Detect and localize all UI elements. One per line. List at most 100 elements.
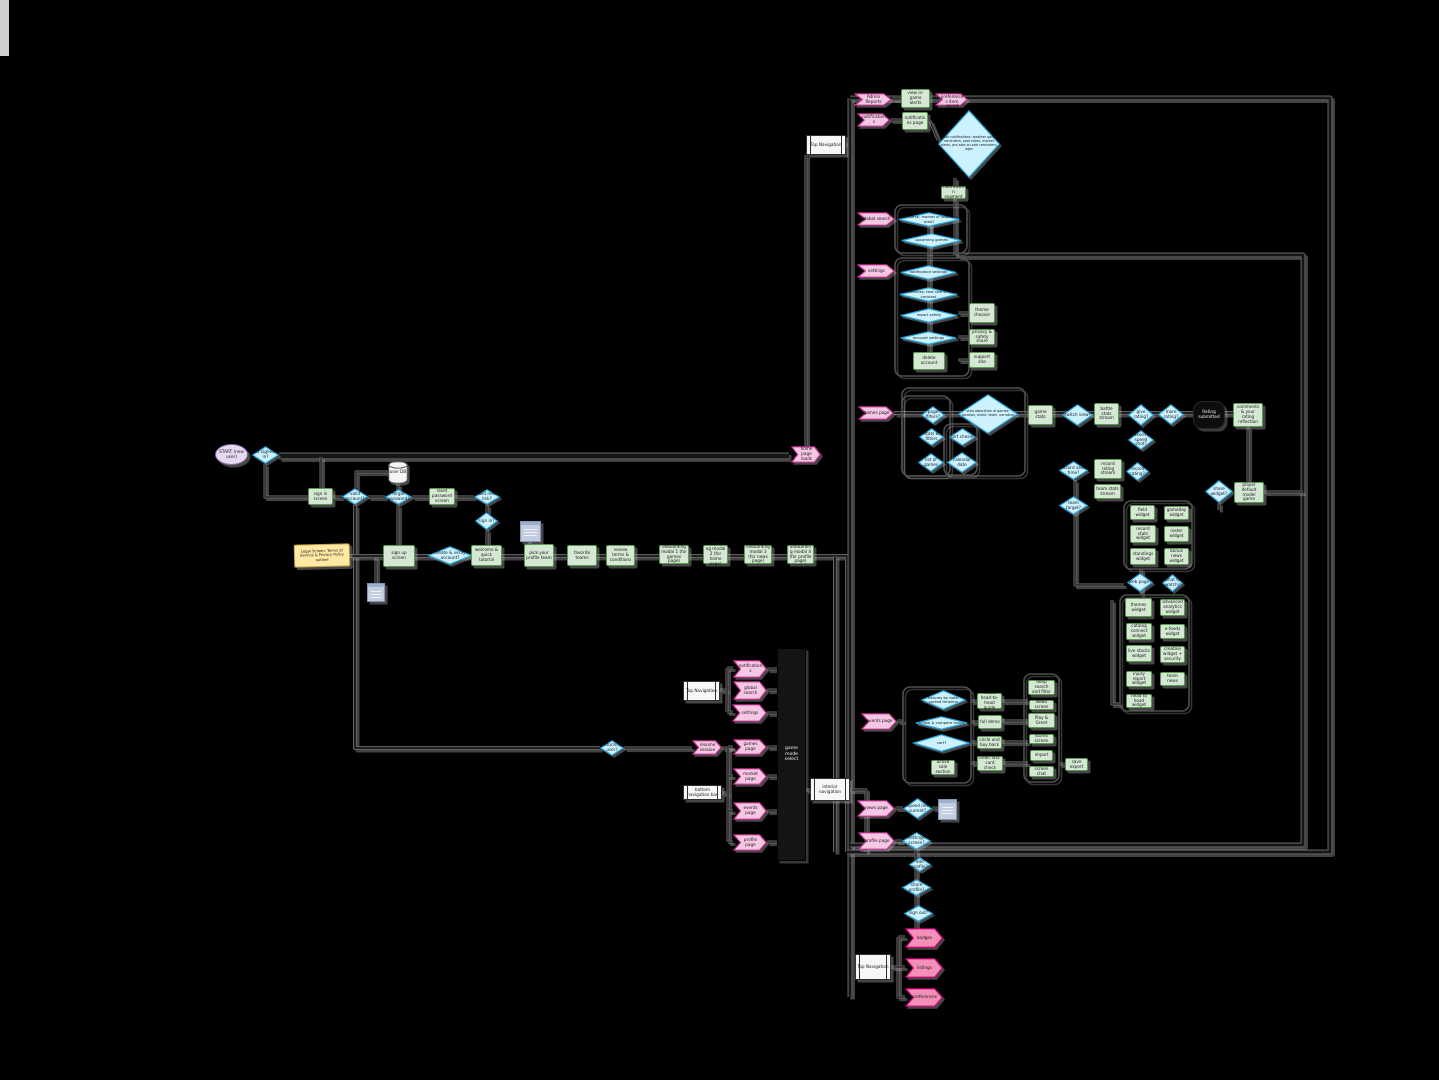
- screen-privacy-safety-share[interactable]: privacy & safety share: [969, 329, 995, 345]
- navigation-box-bottom-navigation-bar[interactable]: bottom navigation bar: [683, 785, 722, 800]
- screen-play-greet[interactable]: Play & Greet: [1028, 713, 1055, 728]
- navigation-box-top-navigation[interactable]: Top Navigation: [683, 681, 720, 701]
- decision-notification-settings[interactable]: notification settings: [900, 265, 957, 280]
- page-arrow-games-page[interactable]: games page: [858, 406, 894, 420]
- screen-roster-widget[interactable]: roster widget: [1164, 526, 1189, 542]
- screen-catalog-connect-widget[interactable]: catalog connect widget: [1126, 623, 1152, 640]
- decision-create-verify-account[interactable]: create & verify account?: [427, 546, 473, 565]
- navigation-box-top-navigation[interactable]: Top Navigation: [855, 954, 891, 980]
- screen-save-expert[interactable]: save expert: [1065, 758, 1088, 771]
- page-arrow-global-search[interactable]: global search: [733, 681, 767, 700]
- decision-record-save-time[interactable]: record save time?: [1058, 461, 1089, 480]
- page-arrow-events-page[interactable]: events page: [861, 713, 897, 730]
- screen-event-head-to-head-guide[interactable]: event head-to-head guide: [977, 690, 1002, 710]
- page-arrow-news-page[interactable]: news page: [857, 800, 895, 817]
- screen-news-screen[interactable]: News screen: [1029, 699, 1054, 710]
- page-arrow-games-page[interactable]: games page: [733, 739, 767, 755]
- screen-e-foods-widget[interactable]: e-foods widget: [1160, 624, 1185, 639]
- decision-team-target[interactable]: team target?: [1058, 496, 1089, 515]
- screen-team-news[interactable]: team news: [1160, 672, 1185, 686]
- decision-record-a-speed-shot[interactable]: record a speed shot?: [1127, 430, 1155, 450]
- page-arrow-preferences[interactable]: preferences: [905, 988, 943, 1007]
- screen-battle-stats-stream[interactable]: battle stats stream: [1094, 403, 1119, 425]
- screen-notification-segment[interactable]: notification segment: [941, 184, 966, 199]
- screen-delete-account[interactable]: delete account: [913, 352, 945, 370]
- database-user-db[interactable]: user DB: [388, 461, 408, 484]
- screen-order-fast-card-check[interactable]: order fast-card check: [977, 755, 1003, 771]
- screen-live-stocks-widget[interactable]: live stocks widget: [1126, 645, 1152, 662]
- decision-sort-chosen[interactable]: sort chosen: [948, 428, 977, 446]
- page-arrow-settings[interactable]: settings: [857, 264, 895, 278]
- screen-team-stats-stream[interactable]: team stats stream: [1094, 484, 1121, 499]
- decision-share-widget[interactable]: share widget?: [1204, 480, 1234, 503]
- page-arrow-home-page-loads[interactable]: home page loads: [791, 446, 821, 463]
- screen-head-to-head-widget[interactable]: head to head widget: [1126, 693, 1152, 708]
- decision-follow-compare-maps[interactable]: follow & compare maps: [915, 716, 968, 730]
- decision-forgot-password[interactable]: forgot password?: [384, 489, 413, 505]
- screen-standings-widget[interactable]: standings widget: [1130, 548, 1156, 565]
- decision-sign-out[interactable]: sign out?: [903, 905, 934, 922]
- screen-stores-screen[interactable]: stores screen: [1029, 733, 1054, 744]
- decision-at-course-market-or-stadium-area[interactable]: at course, market or stadium area?: [898, 212, 960, 227]
- page-arrow-notifications[interactable]: notifications: [857, 113, 890, 127]
- screen-sign-up-screen[interactable]: sign up screen: [383, 545, 415, 567]
- decision-speed-roll-current[interactable]: speed roll current?: [902, 798, 933, 819]
- screen-import[interactable]: import: [1030, 750, 1053, 761]
- navigation-box-interior-navigation[interactable]: interior navigation: [810, 778, 850, 801]
- screen-creative-widget-security[interactable]: creative widget + security: [1160, 646, 1185, 663]
- decision-give-rating[interactable]: give rating?: [1127, 404, 1155, 426]
- screen-pick-your-profile-team[interactable]: pick your profile team: [524, 544, 554, 567]
- page-arrow-notifications[interactable]: notifications: [733, 660, 767, 678]
- screen-full-demo[interactable]: full demo: [978, 715, 1002, 729]
- decision-share-profile[interactable]: share profile?: [901, 879, 932, 896]
- page-arrow-listings[interactable]: listings: [905, 958, 943, 978]
- page-arrow-settings[interactable]: settings: [732, 704, 767, 722]
- screen-circle-and-buy-back[interactable]: circle and buy back: [977, 736, 1002, 749]
- decision-settings-screen[interactable]: settings screen?: [901, 832, 932, 850]
- screen-bonus-news-widget[interactable]: bonus news widget: [1164, 548, 1189, 565]
- screen-screen-chat[interactable]: screen chat: [1029, 766, 1054, 777]
- decision-what-to-watch[interactable]: what to watch?: [1161, 574, 1184, 592]
- screen-reset-password-screen[interactable]: reset password screen: [429, 488, 455, 505]
- screen-record-rating-stream[interactable]: record rating stream: [1094, 459, 1122, 479]
- screen-support-site[interactable]: support site: [969, 352, 995, 368]
- screen-onboarding-modal-2-for-home-page[interactable]: onboarding modal 2 (for home page): [703, 541, 728, 566]
- screen-onboarding-modal-1-for-games-page[interactable]: onboarding modal 1 (for games page): [659, 544, 689, 564]
- decision-web-page[interactable]: web page?: [1126, 573, 1154, 592]
- screen-comments-your-rating-reflection[interactable]: comments & your rating reflection: [1233, 403, 1263, 427]
- notes-113[interactable]: [938, 799, 957, 820]
- page-arrow-resume-session[interactable]: resume session: [692, 740, 722, 755]
- decision-account-settings[interactable]: account settings: [900, 331, 957, 345]
- notes-21[interactable]: [367, 583, 385, 602]
- screen-view-in-game-alerts[interactable]: view in-game alerts: [901, 89, 930, 108]
- page-arrow-badges[interactable]: badges: [905, 928, 943, 948]
- screen-themes-widget[interactable]: themes widget: [1125, 598, 1152, 617]
- screen-sign-in-screen[interactable]: sign in screen: [308, 488, 333, 505]
- status-node-rating-submitted[interactable]: Rating submitted: [1193, 401, 1225, 429]
- screen-field-widget[interactable]: field widget: [1130, 505, 1155, 520]
- mode-panel-game-mode-select[interactable]: game mode select: [777, 648, 806, 861]
- screen-welcome-quick-tutorial[interactable]: welcome & quick tutorial: [471, 545, 502, 566]
- decision-valid-reset-link[interactable]: valid reset link?: [473, 489, 501, 505]
- decision-cart[interactable]: cart?: [911, 734, 972, 752]
- page-arrow-admin-reports[interactable]: Admin Reports: [854, 93, 892, 106]
- decision-more-rating[interactable]: more rating?: [1157, 404, 1185, 425]
- page-arrow-viewing-preferences-item-saved[interactable]: viewing preferences item saved: [935, 89, 968, 108]
- decision-returning-user[interactable]: returning user?: [599, 740, 625, 756]
- screen-theme-chooser[interactable]: theme chooser: [969, 303, 995, 323]
- screen-advanced-analytics-widget[interactable]: advanced analytics widget: [1160, 599, 1185, 616]
- screen-notifications-page[interactable]: notifications page: [902, 112, 928, 130]
- decision-record-rating[interactable]: record rating?: [1125, 462, 1150, 481]
- screen-deep-search-and-filter[interactable]: deep search and filter: [1028, 679, 1055, 695]
- decision-edit-profile[interactable]: edit profile?: [908, 857, 932, 872]
- screen-injury-report-widget[interactable]: injury report widget: [1126, 671, 1152, 687]
- screen-record-stats-widget[interactable]: record stats widget: [1130, 525, 1156, 543]
- decision-valid-account[interactable]: valid account?: [341, 488, 369, 505]
- screen-onboarding-modal-3-for-news-page[interactable]: onboarding modal 3 (for news page): [744, 544, 772, 564]
- decision-sign-in[interactable]: sign in?: [474, 512, 499, 530]
- screen-game-stats[interactable]: game stats: [1028, 405, 1053, 425]
- screen-active-sale-section[interactable]: active sale section: [931, 759, 955, 775]
- banner-note-legal-screen-terms-of-service-privacy-poli[interactable]: Legal Screen: Terms of Service & Privacy…: [293, 543, 351, 568]
- page-arrow-global-search[interactable]: global search: [857, 212, 895, 226]
- decision-switch-view[interactable]: switch view?: [1061, 404, 1094, 426]
